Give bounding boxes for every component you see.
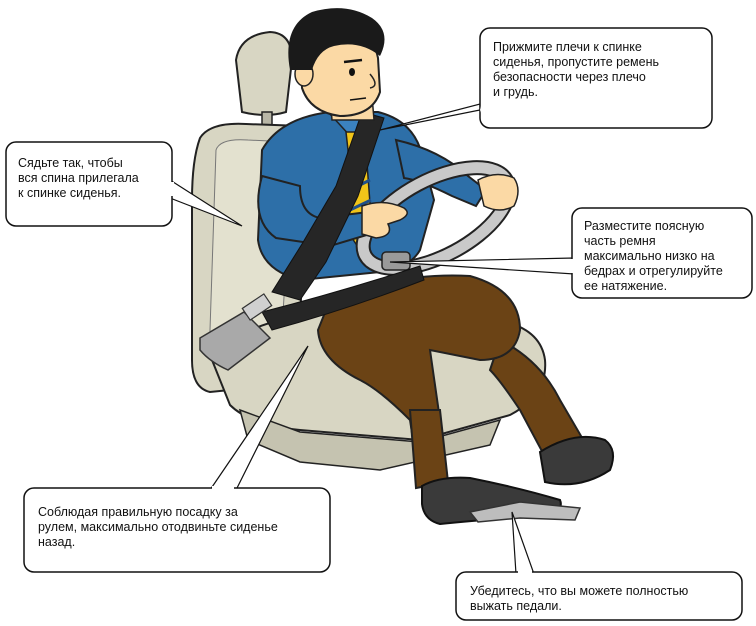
- callout-pedals-text: Убедитесь, что вы можете полностью выжат…: [470, 584, 740, 614]
- far-hand: [478, 174, 518, 210]
- callout-lap-belt-text: Разместите поясную часть ремня максималь…: [584, 219, 744, 294]
- headrest: [236, 32, 292, 115]
- callout-shoulders-text: Прижмите плечи к спинке сиденья, пропуст…: [493, 40, 703, 100]
- callout-back-text: Сядьте так, чтобы вся спина прилегала к …: [18, 156, 168, 201]
- near-shin: [410, 410, 448, 488]
- steering-column: [382, 252, 410, 270]
- eye: [349, 68, 355, 76]
- callout-seat-position-text: Соблюдая правильную посадку за рулем, ма…: [38, 505, 328, 550]
